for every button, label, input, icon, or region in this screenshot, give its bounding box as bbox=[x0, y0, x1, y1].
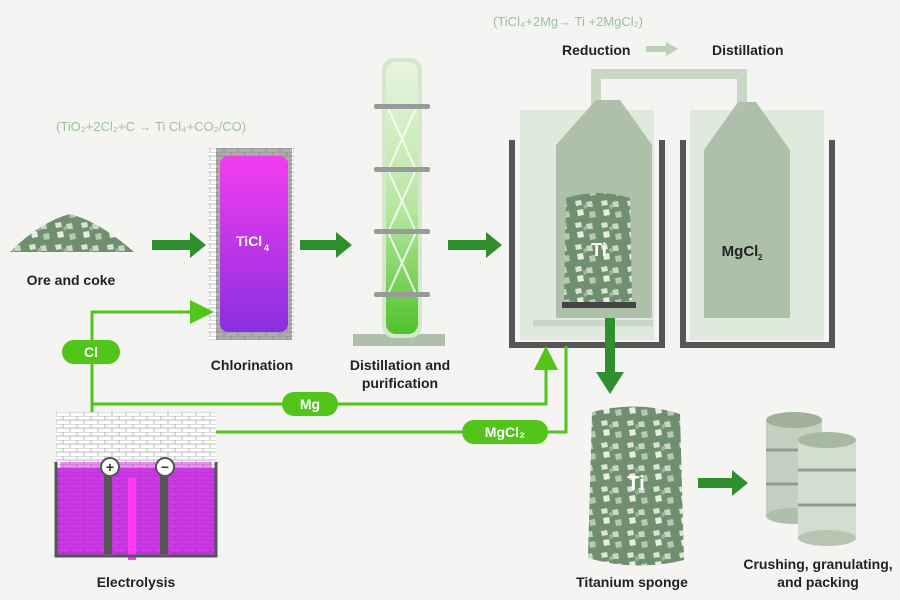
flow-arrow-column-to-reactor bbox=[448, 232, 502, 258]
ticl4-subscript: 4 bbox=[264, 243, 269, 253]
flow-arrow-reactor-to-sponge bbox=[596, 318, 624, 394]
titanium-sponge bbox=[588, 406, 684, 566]
reduction-equation: (TiCl₄+2Mg→ Ti +2MgCl₂) bbox=[493, 14, 643, 29]
packing-label-line1: Crushing, granulating, bbox=[743, 556, 892, 572]
flow-arrow-ore-to-chlorination bbox=[152, 232, 206, 258]
reduction-to-distillation-arrow bbox=[646, 42, 678, 56]
chlorination-vessel bbox=[208, 148, 294, 340]
mg-pill-label: Mg bbox=[300, 396, 320, 412]
reduction-label: Reduction bbox=[562, 42, 630, 58]
cl-pill-label: Cl bbox=[84, 344, 98, 360]
flow-arrow-chlorination-to-column bbox=[300, 232, 352, 258]
chlorination-equation: (TiO₂+2Cl₂+C → Ti Cl₄+CO₂/CO) bbox=[56, 119, 246, 134]
mgcl2-pill bbox=[462, 420, 548, 444]
mgcl2-label-still: MgCl bbox=[722, 243, 759, 260]
sponge-label: Titanium sponge bbox=[576, 574, 688, 590]
cathode-minus-icon: − bbox=[161, 459, 169, 475]
distillation-label-line1: Distillation and bbox=[350, 357, 450, 373]
anode-plus-icon: + bbox=[106, 459, 114, 475]
electrolysis-label: Electrolysis bbox=[97, 574, 176, 590]
packing-label-line2: and packing bbox=[777, 574, 859, 590]
ti-label-sponge: Ti bbox=[627, 473, 644, 495]
chlorination-label: Chlorination bbox=[211, 357, 293, 373]
distillation-stage-label: Distillation bbox=[712, 42, 784, 58]
electrolysis-cell bbox=[54, 412, 218, 560]
distillation-label-line2: purification bbox=[362, 375, 438, 391]
mgcl2-subscript: 2 bbox=[758, 253, 763, 262]
distillation-column bbox=[353, 58, 445, 346]
reactor-assembly bbox=[509, 69, 835, 348]
ticl4-label: TiCl bbox=[236, 233, 262, 249]
mg-flow-line bbox=[92, 346, 558, 406]
ti-label-reactor: Ti bbox=[591, 240, 607, 260]
flow-arrow-sponge-to-packing bbox=[698, 470, 748, 496]
mgcl2-pill-label: MgCl₂ bbox=[485, 424, 525, 440]
barrels bbox=[766, 412, 856, 546]
mg-pill bbox=[282, 392, 338, 416]
cl-pill bbox=[62, 340, 120, 364]
ore-label: Ore and coke bbox=[27, 272, 116, 288]
ore-pile bbox=[10, 214, 134, 252]
